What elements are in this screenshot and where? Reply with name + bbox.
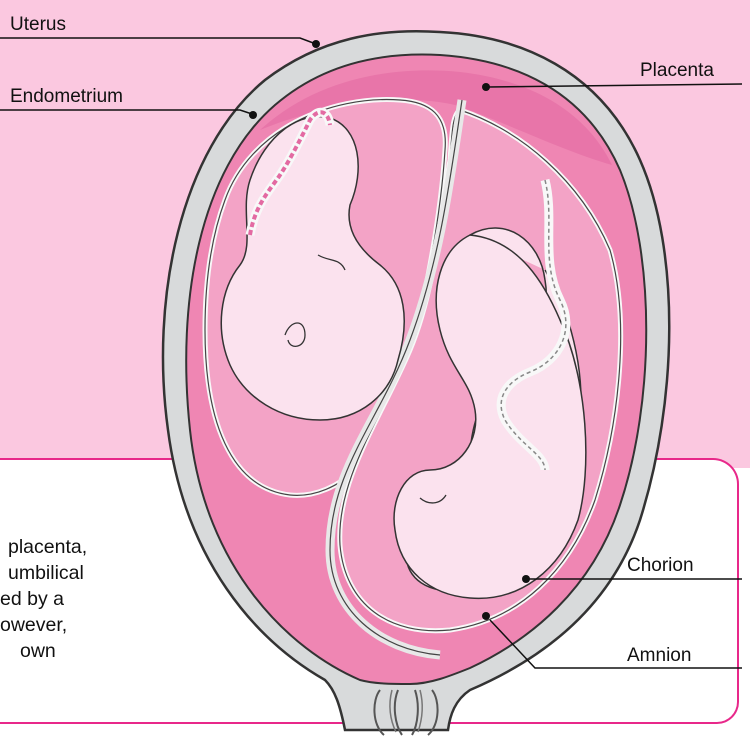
leader-dot-placenta [482,83,490,91]
leader-line-endometrium [0,110,252,114]
label-amnion: Amnion [627,645,691,667]
label-endometrium: Endometrium [10,86,123,108]
label-chorion: Chorion [627,555,694,577]
leader-dot-uterus [312,40,320,48]
label-uterus: Uterus [10,14,66,36]
leader-dot-amnion [482,612,490,620]
label-placenta: Placenta [640,60,714,82]
leader-line-uterus [0,38,316,44]
leader-dot-endometrium [249,111,257,119]
leader-dot-chorion [522,575,530,583]
